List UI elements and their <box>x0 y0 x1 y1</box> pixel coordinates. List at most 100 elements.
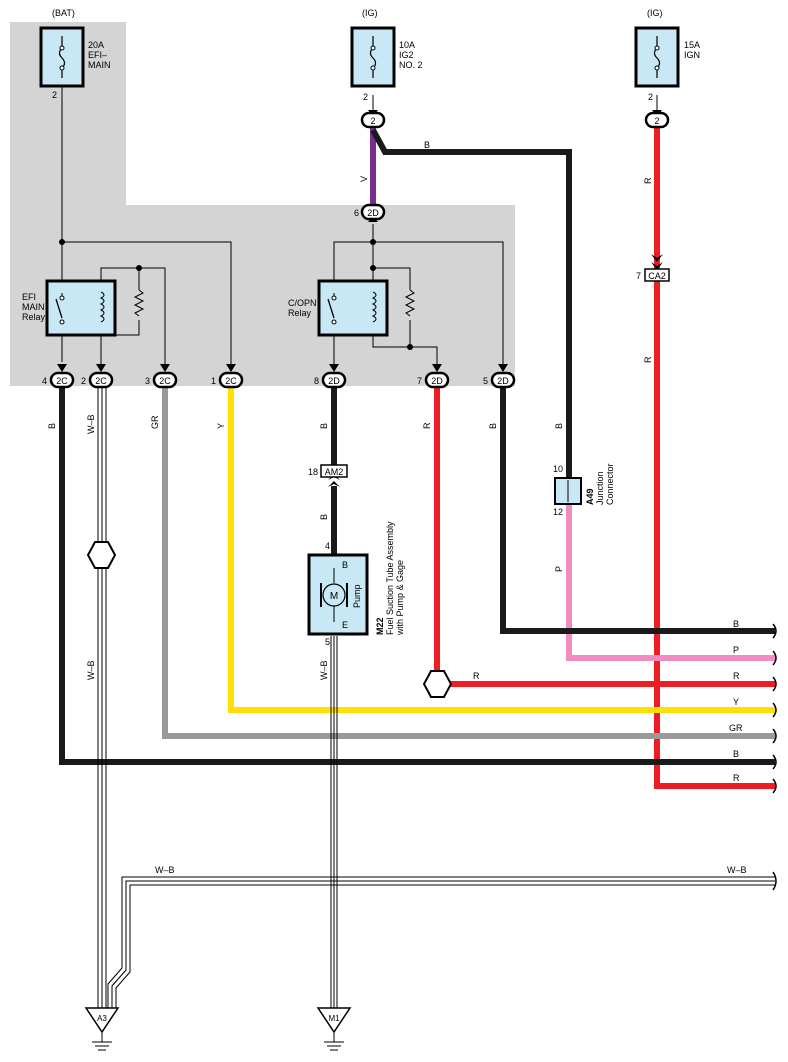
wl-r-ign: R <box>643 177 653 184</box>
fuse-pin-2: 2 <box>363 92 368 102</box>
svg-text:2: 2 <box>654 116 659 126</box>
splice-red <box>422 670 453 698</box>
bc-pin-6: 7 <box>417 376 422 386</box>
relay-label-1c: Relay <box>22 312 46 322</box>
fuse-ig2 <box>350 26 396 88</box>
fuse-source-2: (IG) <box>362 8 378 18</box>
wire-yellow <box>228 388 775 713</box>
top-connector-ign: 2 <box>644 111 670 129</box>
svg-text:AM2: AM2 <box>325 467 344 477</box>
relay-label-2b: Relay <box>288 308 312 318</box>
wl-v: V <box>359 176 369 182</box>
pump-code: M22 <box>375 617 385 635</box>
pump-name: Pump <box>352 584 362 608</box>
bc-pin-3: 3 <box>145 376 150 386</box>
ground-m1-label: M1 <box>328 1014 340 1023</box>
bc-code-4: 2C <box>225 376 237 386</box>
bc-code-7: 2D <box>497 376 509 386</box>
wl-b4: B <box>554 423 564 429</box>
fuse-source-1: (BAT) <box>52 8 75 18</box>
fuse-ign <box>634 26 680 88</box>
relay-label-1b: MAIN <box>22 302 45 312</box>
fuse-amp-3: 15A <box>684 40 700 50</box>
splice-wb <box>86 541 117 569</box>
wire-gray <box>162 388 775 739</box>
fuse-name-1a: EFI– <box>88 50 107 60</box>
junction-code: A49 <box>585 488 595 505</box>
bus-label-5: GR <box>729 723 743 733</box>
top-connector-ig2: 2 <box>360 111 386 129</box>
wl-wb-bus-right: W–B <box>727 865 747 875</box>
wire-wb-left <box>97 388 107 1008</box>
pump-desc1: Fuel Suction Tube Assembly <box>385 521 395 635</box>
bus-label-6: B <box>733 749 739 759</box>
wire-wb-bus <box>107 876 775 1008</box>
bottom-connectors <box>49 371 516 389</box>
bus-label-3: R <box>733 671 740 681</box>
wl-wb-pump: W–B <box>319 660 329 680</box>
wl-y: Y <box>216 423 226 429</box>
wl-b-top: B <box>424 140 430 150</box>
bus-label-7: R <box>733 773 740 783</box>
wire-break-marks <box>772 623 777 891</box>
bus-label-1: B <box>733 619 739 629</box>
wire-red-ign <box>654 128 775 789</box>
bus-label-2: P <box>733 645 739 655</box>
bc-pin-2: 2 <box>81 376 86 386</box>
bc-pin-4: 1 <box>211 376 216 386</box>
ground-a3 <box>84 1007 120 1051</box>
wire-black-ig2-junction <box>370 128 572 478</box>
fuse-source-3: (IG) <box>647 8 663 18</box>
fuel-pump-assembly <box>307 553 369 636</box>
fuse-name-1b: MAIN <box>88 60 111 70</box>
motor-symbol <box>322 583 346 607</box>
pump-desc2: with Pump & Gage <box>395 560 405 636</box>
bc-pin-1: 4 <box>42 376 47 386</box>
wl-b1: B <box>47 423 57 429</box>
fuse-name-2b: NO. 2 <box>399 60 423 70</box>
relay-c-opn <box>317 279 416 337</box>
wl-p: P <box>554 566 564 572</box>
wl-wb-bus-left: W–B <box>155 865 175 875</box>
ground-a3-label: A3 <box>97 1014 107 1023</box>
pump-pin-top: 4 <box>325 541 330 551</box>
wire-black-2d5 <box>500 388 775 634</box>
bc-code-2: 2C <box>95 376 107 386</box>
connector-ca2-pin: 7 <box>636 271 641 281</box>
bc-code-5: 2D <box>328 376 340 386</box>
connector-am2: AM2 <box>320 464 348 478</box>
svg-text:2D: 2D <box>367 208 379 218</box>
top-connector-2d: 2D <box>360 203 386 221</box>
svg-text:CA2: CA2 <box>648 271 666 281</box>
relay-label-2a: C/OPN <box>288 298 317 308</box>
wire-pink <box>566 505 775 661</box>
fuse-name-2a: IG2 <box>399 50 414 60</box>
junction-block-panel <box>10 22 515 386</box>
wl-gr: GR <box>150 415 160 429</box>
svg-text:2: 2 <box>370 116 375 126</box>
bc-code-1: 2C <box>56 376 68 386</box>
relay-efi-main <box>45 279 145 337</box>
pump-pin-bottom: 5 <box>325 637 330 647</box>
fuse-efi-main <box>39 26 85 88</box>
wl-b-pump: B <box>319 514 329 520</box>
bc-pin-5: 8 <box>314 376 319 386</box>
ground-m1 <box>316 1007 352 1051</box>
connector-am2-pin: 18 <box>308 467 318 477</box>
bc-pin-7: 5 <box>483 376 488 386</box>
junction-connector-a49 <box>554 477 582 505</box>
pump-term-b: B <box>342 560 348 570</box>
bc-code-6: 2D <box>431 376 443 386</box>
junction-desc2: Connector <box>605 463 615 505</box>
wire-black-2c4 <box>59 388 775 765</box>
fuse-pin-3: 2 <box>648 92 653 102</box>
wire-red-2d7 <box>434 388 775 687</box>
junction-pin-top: 10 <box>553 464 563 474</box>
wl-wb-left: W–B <box>86 660 96 680</box>
junction-dots <box>59 239 413 350</box>
wire-wb-pump <box>330 636 338 1008</box>
wl-r-ign2: R <box>643 356 653 363</box>
fuse-name-3a: IGN <box>684 50 700 60</box>
junction-pin-bottom: 12 <box>553 507 563 517</box>
